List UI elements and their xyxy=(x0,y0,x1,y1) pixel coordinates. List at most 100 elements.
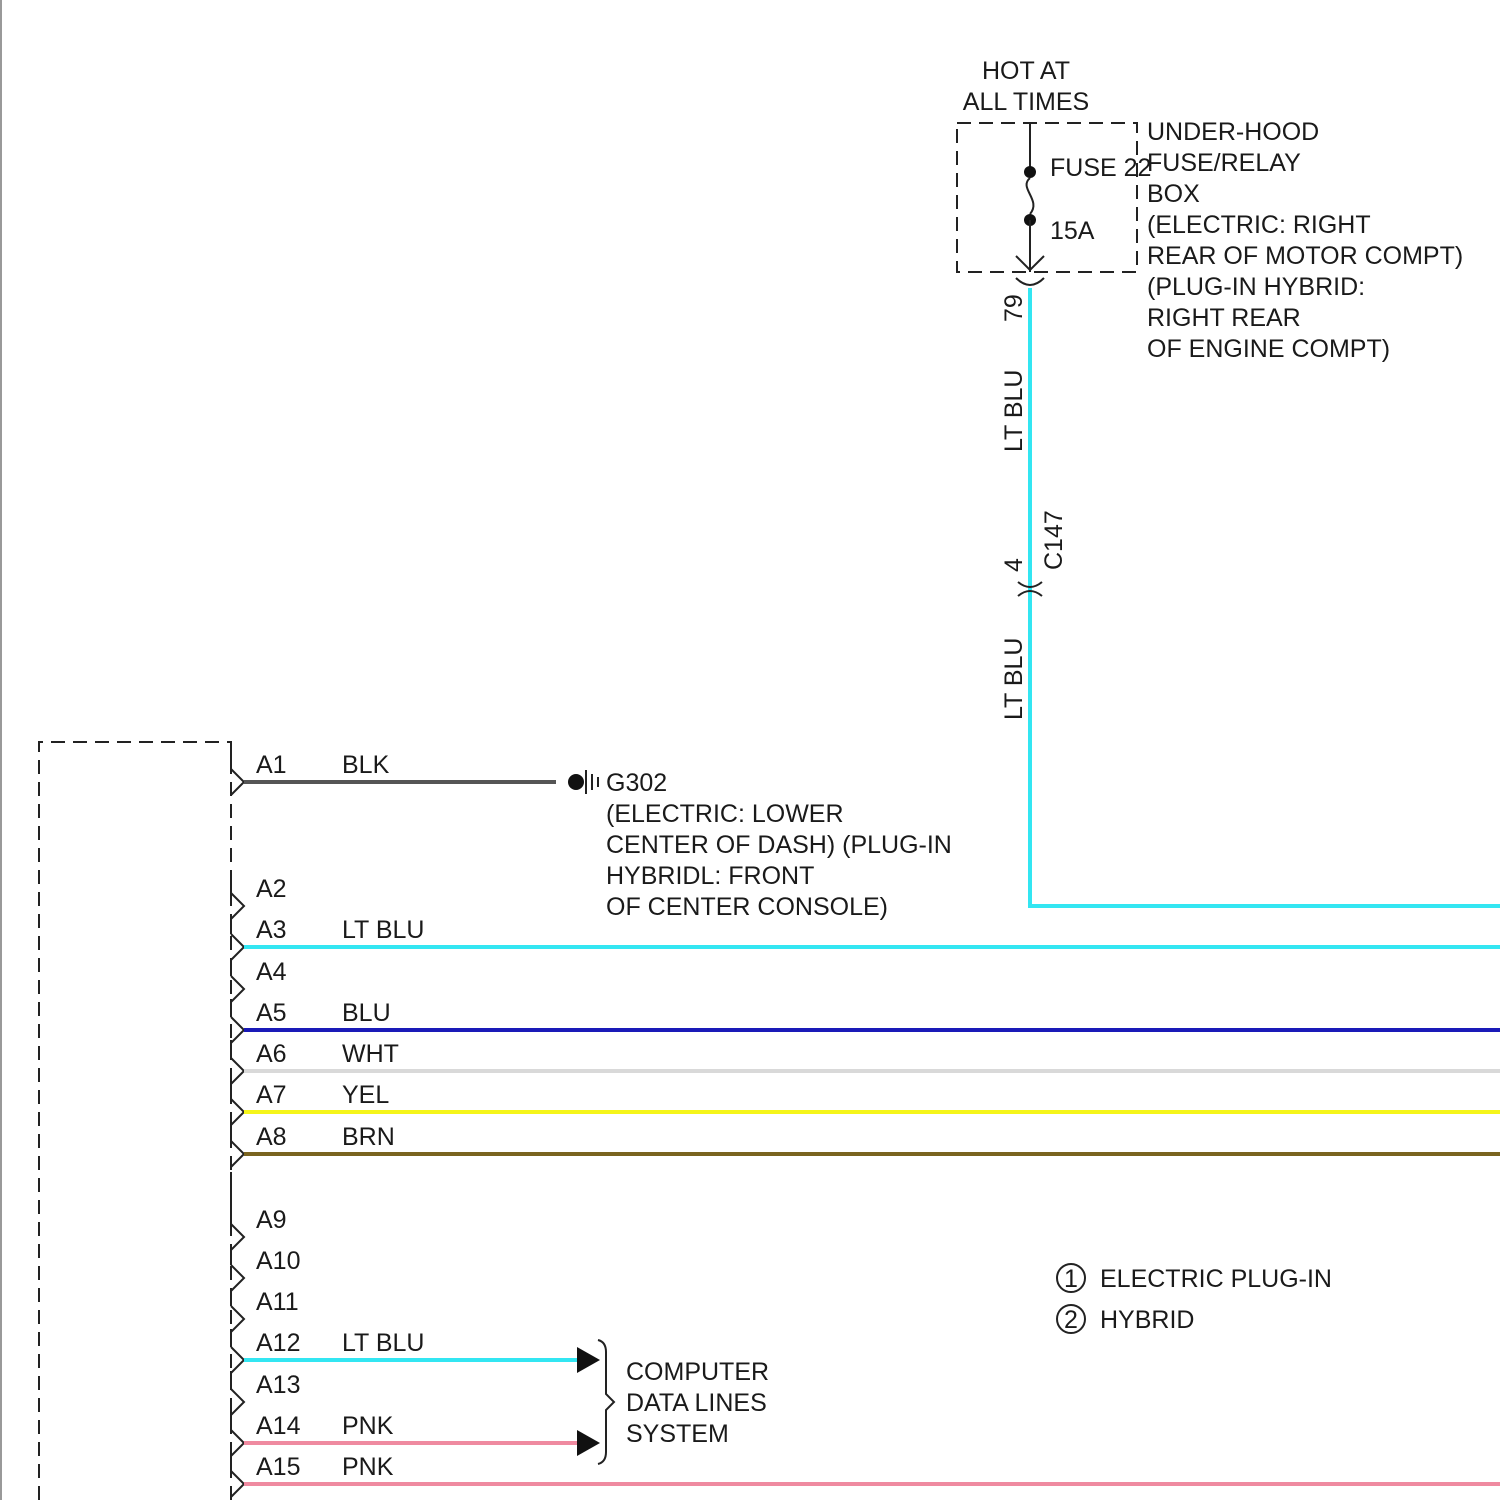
arrow-a12-icon xyxy=(577,1347,600,1373)
fuse-box-desc-2: FUSE/RELAY xyxy=(1147,149,1301,177)
pin-label-a7: A7 xyxy=(256,1081,287,1109)
pin-label-a14: A14 xyxy=(256,1412,301,1440)
wire-color-upper: LT BLU xyxy=(1000,370,1028,452)
connector-pin-4: 4 xyxy=(1000,558,1028,572)
pin-label-a6: A6 xyxy=(256,1040,287,1068)
ground-terminal xyxy=(568,774,584,790)
connector-a9-icon xyxy=(231,1224,244,1250)
connector-a10-icon xyxy=(231,1265,244,1291)
fuse-box-desc-7: RIGHT REAR xyxy=(1147,304,1301,332)
pin-label-a9: A9 xyxy=(256,1206,287,1234)
pin-row-a1: A1 BLK xyxy=(231,751,556,795)
pin-row-a8: A8 BRN xyxy=(231,1123,1500,1167)
legend-num-1: 1 xyxy=(1064,1265,1078,1293)
fuse-relay-box: HOT AT ALL TIMES FUSE 22 15A UNDER-HOOD … xyxy=(957,57,1463,363)
connector-a2-icon xyxy=(231,893,244,919)
data-lines-text-2: DATA LINES xyxy=(626,1389,767,1417)
fuse-rating: 15A xyxy=(1050,217,1095,245)
wire-color-a5: BLU xyxy=(342,999,391,1027)
pin-label-a2: A2 xyxy=(256,875,287,903)
wire-color-a12: LT BLU xyxy=(342,1329,424,1357)
legend-label-1: ELECTRIC PLUG-IN xyxy=(1100,1265,1332,1293)
wire-color-a15: PNK xyxy=(342,1453,394,1481)
hot-at-label: HOT AT xyxy=(982,57,1070,85)
pin-row-a12: A12 LT BLU xyxy=(231,1329,577,1373)
pin-label-a3: A3 xyxy=(256,916,287,944)
data-lines-brace xyxy=(598,1340,614,1464)
fuse-box-desc-3: BOX xyxy=(1147,180,1200,208)
legend: 1 ELECTRIC PLUG-IN 2 HYBRID xyxy=(1057,1264,1332,1334)
vertical-wire xyxy=(1030,288,1500,906)
pin-row-a3: A3 LT BLU xyxy=(231,916,1500,960)
computer-data-lines: COMPUTER DATA LINES SYSTEM xyxy=(577,1340,769,1464)
pin-row-a10: A10 xyxy=(231,1247,300,1291)
module-outline xyxy=(39,742,231,1500)
fuse-box-outline xyxy=(957,123,1137,272)
wire-color-lower: LT BLU xyxy=(1000,638,1028,720)
pin-row-a4: A4 xyxy=(231,958,287,1002)
legend-num-2: 2 xyxy=(1064,1306,1078,1334)
fuse-box-desc-8: OF ENGINE COMPT) xyxy=(1147,335,1390,363)
connector-79-icon xyxy=(1016,278,1044,285)
data-lines-text-1: COMPUTER xyxy=(626,1358,769,1386)
module-dashed-box xyxy=(39,742,231,1500)
connector-a4-icon xyxy=(231,976,244,1002)
pin-row-a2: A2 xyxy=(231,875,287,919)
pin-row-a11: A11 xyxy=(231,1288,299,1332)
pin-row-a15: A15 PNK xyxy=(231,1453,1500,1497)
pin-row-a9: A9 xyxy=(231,1206,287,1250)
pin-79-label: 79 xyxy=(1000,294,1028,322)
wire-color-a14: PNK xyxy=(342,1412,394,1440)
pin-row-a14: A14 PNK xyxy=(231,1412,577,1456)
connector-a7-icon xyxy=(231,1099,244,1125)
fuse-terminal-top xyxy=(1024,166,1036,178)
fuse-box-desc-1: UNDER-HOOD xyxy=(1147,118,1319,146)
pin-row-a13: A13 xyxy=(231,1371,300,1415)
connector-a8-icon xyxy=(231,1141,244,1167)
fuse-box-desc-5: REAR OF MOTOR COMPT) xyxy=(1147,242,1463,270)
ground-desc-3: HYBRIDL: FRONT xyxy=(606,862,814,890)
connector-a14-icon xyxy=(231,1430,244,1456)
ground-g302: G302 (ELECTRIC: LOWER CENTER OF DASH) (P… xyxy=(568,769,952,921)
all-times-label: ALL TIMES xyxy=(963,88,1089,116)
ground-desc-2: CENTER OF DASH) (PLUG-IN xyxy=(606,831,952,859)
pin-label-a8: A8 xyxy=(256,1123,287,1151)
wire-color-a3: LT BLU xyxy=(342,916,424,944)
vertical-wire-group: 79 LT BLU 4 C147 LT BLU xyxy=(1000,278,1500,906)
connector-a3-icon xyxy=(231,934,244,960)
connector-a11-icon xyxy=(231,1306,244,1332)
pin-label-a13: A13 xyxy=(256,1371,300,1399)
pin-row-a6: A6 WHT xyxy=(231,1040,1500,1084)
fuse-box-desc-6: (PLUG-IN HYBRID: xyxy=(1147,273,1365,301)
pin-label-a4: A4 xyxy=(256,958,287,986)
fuse-box-desc-4: (ELECTRIC: RIGHT xyxy=(1147,211,1371,239)
wire-color-a8: BRN xyxy=(342,1123,395,1151)
fuse-name: FUSE 22 xyxy=(1050,154,1151,182)
connector-c147-label: C147 xyxy=(1040,510,1068,570)
connector-a15-icon xyxy=(231,1471,244,1497)
pin-label-a10: A10 xyxy=(256,1247,300,1275)
legend-label-2: HYBRID xyxy=(1100,1306,1194,1334)
connector-a12-icon xyxy=(231,1347,244,1373)
pin-row-a5: A5 BLU xyxy=(231,999,1500,1043)
connector-a5-icon xyxy=(231,1017,244,1043)
connector-a1-icon xyxy=(231,769,244,795)
connector-a6-icon xyxy=(231,1058,244,1084)
fuse-icon xyxy=(1027,178,1034,214)
ground-name: G302 xyxy=(606,769,667,797)
pin-label-a5: A5 xyxy=(256,999,287,1027)
wire-color-a1: BLK xyxy=(342,751,390,779)
ground-desc-4: OF CENTER CONSOLE) xyxy=(606,893,888,921)
pin-label-a11: A11 xyxy=(256,1288,299,1316)
ground-desc-1: (ELECTRIC: LOWER xyxy=(606,800,844,828)
pin-label-a15: A15 xyxy=(256,1453,300,1481)
connector-a13-icon xyxy=(231,1389,244,1415)
pin-label-a12: A12 xyxy=(256,1329,300,1357)
data-lines-text-3: SYSTEM xyxy=(626,1420,729,1448)
arrow-a14-icon xyxy=(577,1430,600,1456)
pin-label-a1: A1 xyxy=(256,751,287,779)
wire-color-a6: WHT xyxy=(342,1040,399,1068)
